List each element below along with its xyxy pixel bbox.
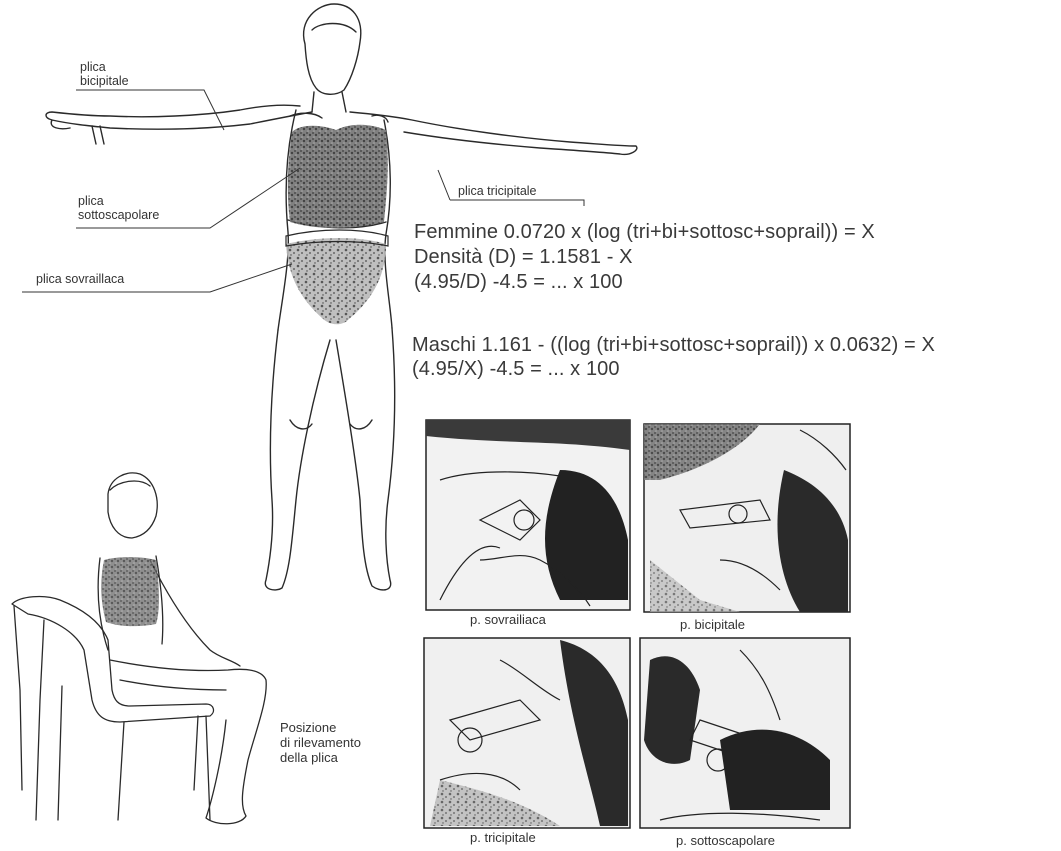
panel-bicipitale — [644, 424, 850, 612]
seated-head — [108, 473, 157, 538]
brief-shading — [286, 238, 386, 324]
formula-femmine-line-1: Femmine 0.0720 x (log (tri+bi+sottosc+so… — [414, 221, 875, 243]
posizione-line-2: di rilevamento — [280, 735, 361, 750]
caption-sovrailiaca: p. sovrailiaca — [470, 612, 546, 627]
seated-top-shading — [101, 557, 159, 626]
callout-line-2: bicipitale — [80, 74, 129, 88]
posizione-line-3: della plica — [280, 750, 361, 765]
callout-plica-tricipitale: plica tricipitale — [458, 184, 537, 198]
caption-bicipitale: p. bicipitale — [680, 617, 745, 632]
panel-sovrailiaca — [426, 420, 630, 610]
bra-shading — [288, 125, 388, 228]
figure-right-arm — [350, 112, 637, 154]
caption-tricipitale: p. tricipitale — [470, 830, 536, 845]
caption-sottoscapolare: p. sottoscapolare — [676, 833, 775, 848]
callout-plica-sottoscapolare: plica sottoscapolare — [78, 194, 159, 222]
callout-plica-bicipitale: plica bicipitale — [80, 60, 129, 88]
figure-left-arm — [46, 105, 312, 129]
panel-sottoscapolare — [640, 638, 850, 828]
seated-figure — [12, 473, 266, 824]
formula-maschi-line-1: Maschi 1.161 - ((log (tri+bi+sottosc+sop… — [412, 334, 935, 356]
panel-tricipitale — [424, 638, 630, 828]
formula-femmine-line-2: Densità (D) = 1.1581 - X — [414, 246, 633, 268]
figure-legs — [265, 328, 394, 590]
figure-head — [304, 4, 361, 94]
callout-line-1: plica — [78, 194, 159, 208]
formula-maschi-line-2: (4.95/X) -4.5 = ... x 100 — [412, 358, 620, 380]
callout-plica-sovraillaca: plica sovraillaca — [36, 272, 124, 286]
callout-line-2: sottoscapolare — [78, 208, 159, 222]
callout-line-1: plica — [80, 60, 129, 74]
formula-femmine-line-3: (4.95/D) -4.5 = ... x 100 — [414, 271, 623, 293]
posizione-line-1: Posizione — [280, 720, 361, 735]
posizione-label: Posizione di rilevamento della plica — [280, 720, 361, 765]
